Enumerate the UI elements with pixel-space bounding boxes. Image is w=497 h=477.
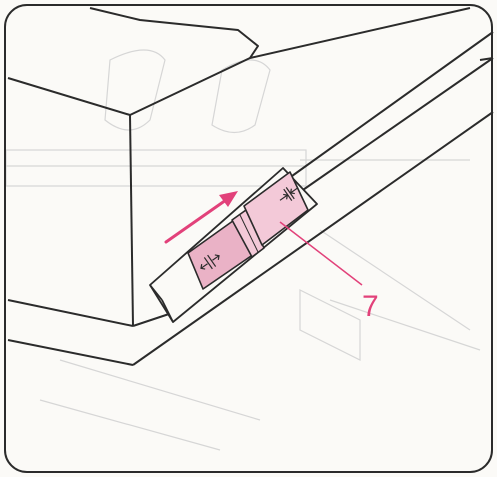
background-ghost-lines [5, 49, 481, 451]
arrow-up-right-icon [164, 191, 238, 244]
callout-number: 7 [362, 290, 379, 323]
switch-right-pad [243, 171, 309, 246]
slide-switch[interactable] [187, 171, 309, 290]
frame-border [4, 4, 493, 473]
arrows-together-icon [279, 187, 299, 201]
switch-ridge [231, 209, 265, 258]
callout-leader-line [279, 221, 363, 286]
arrows-apart-icon [200, 254, 220, 270]
